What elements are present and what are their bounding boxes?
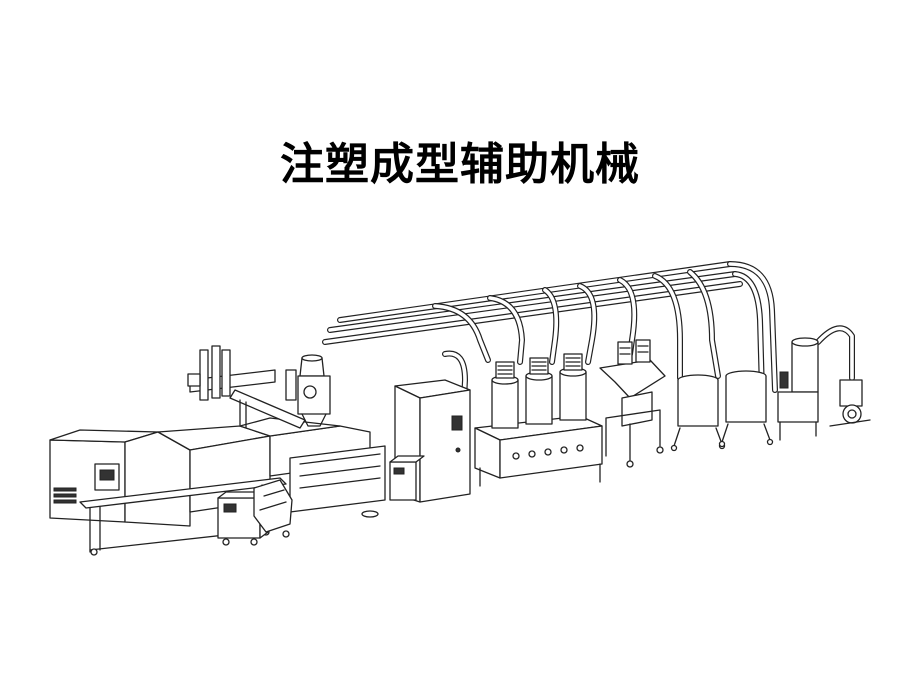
slide-title: 注塑成型辅助机械 [280,139,640,190]
mixing-unit [599,339,666,468]
injection-molding-machine [49,345,386,556]
storage-bins [670,370,774,452]
central-drying-station [474,353,603,487]
dust-collector [777,337,871,441]
production-line-illustration [40,250,880,570]
control-cabinet [389,379,471,503]
vacuum-conveying-pipes [322,261,855,403]
